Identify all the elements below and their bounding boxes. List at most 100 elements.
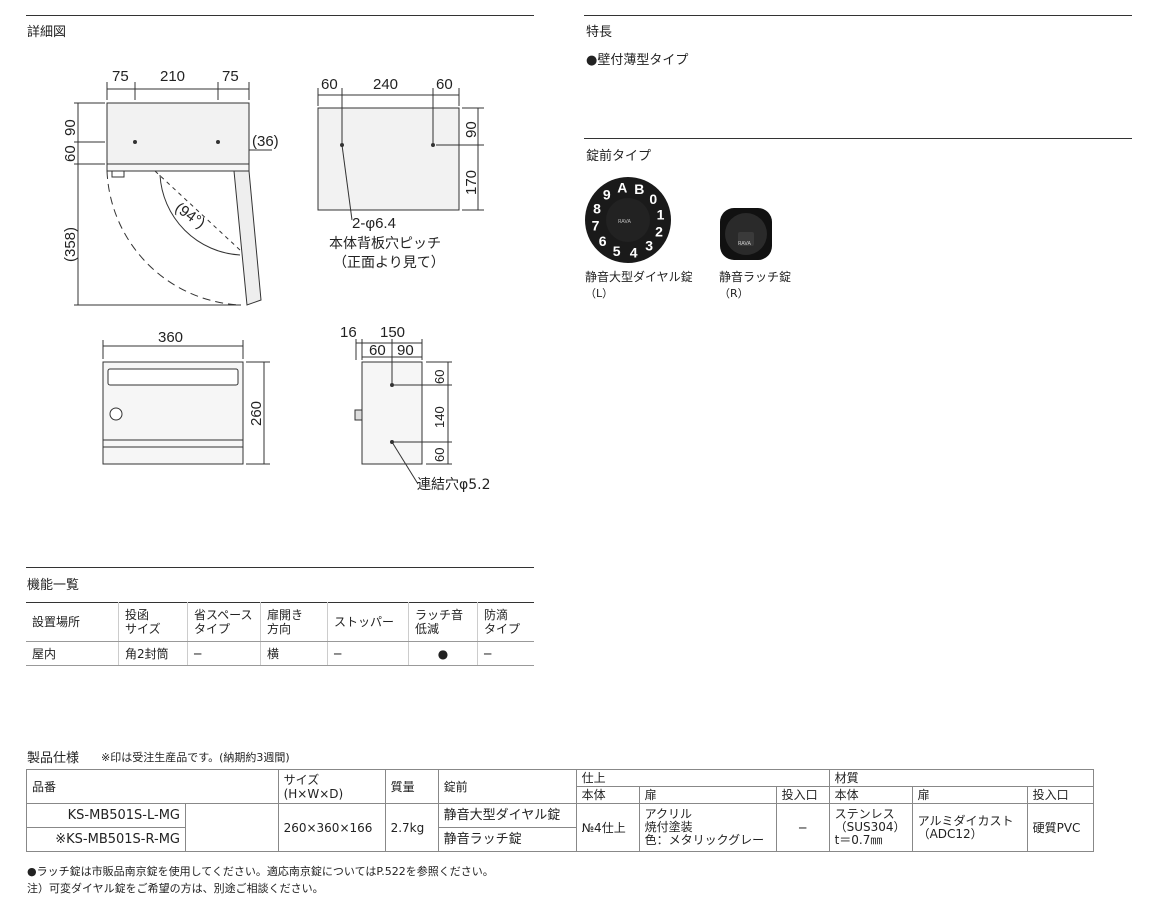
func-h-2: 省スペースタイプ (187, 602, 261, 642)
spec-h-lock: 錠前 (437, 769, 577, 804)
spec-finish-door: アクリル焼付塗装色：メタリックグレー (638, 803, 777, 852)
func-v-1: 角2封筒 (118, 641, 188, 666)
dim-back-60b: 60 (436, 76, 453, 93)
spec-h-finish-door: 扉 (638, 786, 777, 804)
dial-lock-name: 静音大型ダイヤル錠 (585, 270, 693, 284)
spec-h-finish: 仕上 (575, 769, 830, 787)
func-title: 機能一覧 (27, 578, 80, 593)
func-h-4: ストッパー (327, 602, 409, 642)
latch-lock-icon: RAVA (718, 206, 774, 262)
dial-char: 8 (593, 201, 601, 217)
func-h-0: 設置場所 (26, 602, 119, 642)
back-view-body (317, 107, 460, 211)
spec-h-material: 材質 (828, 769, 1095, 787)
func-v-5: ● (408, 641, 478, 666)
spec-mat-body: ステンレス（SUS304）t＝0.7㎜ (828, 803, 913, 852)
spec-row-2: ※KS-MB501S-R-MG 静音ラッチ錠 (26, 827, 1094, 852)
spec-h-mat-door: 扉 (911, 786, 1028, 804)
spec-mat-door: アルミダイカスト（ADC12） (911, 803, 1028, 852)
spec-h-hinban: 品番 (26, 769, 279, 804)
dial-char: 0 (649, 191, 657, 207)
func-v-4: ─ (327, 641, 409, 666)
top-rule-left (26, 15, 534, 16)
dim-front-360: 360 (158, 329, 183, 346)
features-item: ●壁付薄型タイプ (586, 53, 689, 68)
dim-side-angle: (94°) (172, 199, 209, 232)
func-rule (26, 567, 534, 568)
dial-char: 9 (603, 187, 611, 203)
dial-char: A (617, 180, 627, 196)
back-caption-1: 本体背板穴ピッチ (329, 236, 441, 252)
dim-side-358: (358) (62, 227, 79, 262)
spec-title: 製品仕様 (27, 751, 80, 766)
dim-small-r60b: 60 (432, 448, 447, 462)
spec-head-row2: 本体 扉 投入口 本体 扉 投入口 (27, 786, 1095, 804)
spec-weight: 2.7kg (384, 803, 439, 852)
func-h-6: 防滴タイプ (477, 602, 534, 642)
lock-rule (584, 138, 1132, 139)
dim-back-170: 170 (463, 170, 480, 195)
dim-front-260: 260 (248, 401, 265, 426)
features-title: 特長 (586, 25, 613, 40)
spec-row-1: KS-MB501S-L-MG 260×360×166 2.7kg 静音大型ダイヤ… (26, 803, 1095, 852)
spec-subtitle: ※印は受注生産品です。(納期約3週間) (101, 751, 290, 764)
svg-text:RAVA: RAVA (618, 219, 631, 225)
dial-char: 1 (657, 206, 665, 222)
side-view-body (106, 102, 250, 165)
dial-char: 7 (592, 218, 600, 234)
dim-side-75b: 75 (222, 68, 239, 85)
dial-char: 2 (655, 223, 663, 239)
spec-finish-body: №4仕上 (575, 803, 640, 852)
func-header-row: 設置場所 投函サイズ 省スペースタイプ 扉開き方向 ストッパー ラッチ音低減 防… (26, 602, 534, 642)
dim-side-60: 60 (62, 145, 79, 162)
latch-lock-name: 静音ラッチ錠 (719, 270, 792, 284)
top-rule-right (584, 15, 1132, 16)
func-v-6: ─ (477, 641, 534, 666)
dial-char: 3 (645, 237, 653, 253)
small-hole-label: 連結穴φ5.2 (417, 477, 491, 493)
spec-lock-2: 静音ラッチ錠 (437, 827, 577, 852)
func-h-5: ラッチ音低減 (408, 602, 478, 642)
function-table: 設置場所 投函サイズ 省スペースタイプ 扉開き方向 ストッパー ラッチ音低減 防… (26, 602, 534, 666)
spec-blank (185, 803, 279, 852)
dim-side-75a: 75 (112, 68, 129, 85)
lock-title: 錠前タイプ (586, 149, 652, 164)
spec-h-size: サイズ(H×W×D) (277, 769, 386, 804)
dim-back-60a: 60 (321, 76, 338, 93)
dial-char: 5 (613, 243, 621, 259)
func-v-2: ─ (187, 641, 261, 666)
spec-h-mat-body: 本体 (828, 786, 913, 804)
dim-small-r60a: 60 (432, 370, 447, 384)
spec-size: 260×360×166 (277, 803, 386, 852)
spec-hinban-2: ※KS-MB501S-R-MG (26, 827, 186, 852)
dim-small-r140: 140 (432, 406, 447, 428)
spec-h-weight: 質量 (384, 769, 439, 804)
dial-lock-code: （L） (585, 287, 614, 300)
spec-head-row1: 品番 サイズ(H×W×D) 質量 錠前 仕上 材質 (26, 769, 1095, 804)
svg-text:RAVA: RAVA (738, 241, 751, 247)
spec-lock-1: 静音大型ダイヤル錠 (437, 803, 577, 828)
back-hole-label: 2-φ6.4 (352, 215, 396, 232)
spec-hinban-1: KS-MB501S-L-MG (26, 803, 186, 828)
latch-lock-code: （R） (719, 287, 749, 300)
dim-side-90: 90 (62, 119, 79, 136)
spec-mat-slot: 硬質PVC (1026, 803, 1095, 852)
dim-small-150: 150 (380, 324, 405, 341)
func-h-3: 扉開き方向 (260, 602, 328, 642)
dim-back-90: 90 (463, 121, 480, 138)
func-data-row: 屋内 角2封筒 ─ 横 ─ ● ─ (26, 641, 534, 666)
spec-h-finish-body: 本体 (575, 786, 640, 804)
note-2: 注）可変ダイヤル錠をご希望の方は、別途ご相談ください。 (27, 882, 324, 895)
dim-small-60: 60 (369, 342, 386, 359)
dial-char: B (634, 181, 644, 197)
func-v-3: 横 (260, 641, 328, 666)
dim-small-16: 16 (340, 324, 357, 341)
func-h-1: 投函サイズ (118, 602, 188, 642)
func-v-0: 屋内 (26, 641, 119, 666)
spec-h-finish-slot: 投入口 (775, 786, 830, 804)
spec-finish-slot: ─ (775, 803, 830, 852)
dim-back-240: 240 (373, 76, 398, 93)
dial-char: 6 (599, 233, 607, 249)
